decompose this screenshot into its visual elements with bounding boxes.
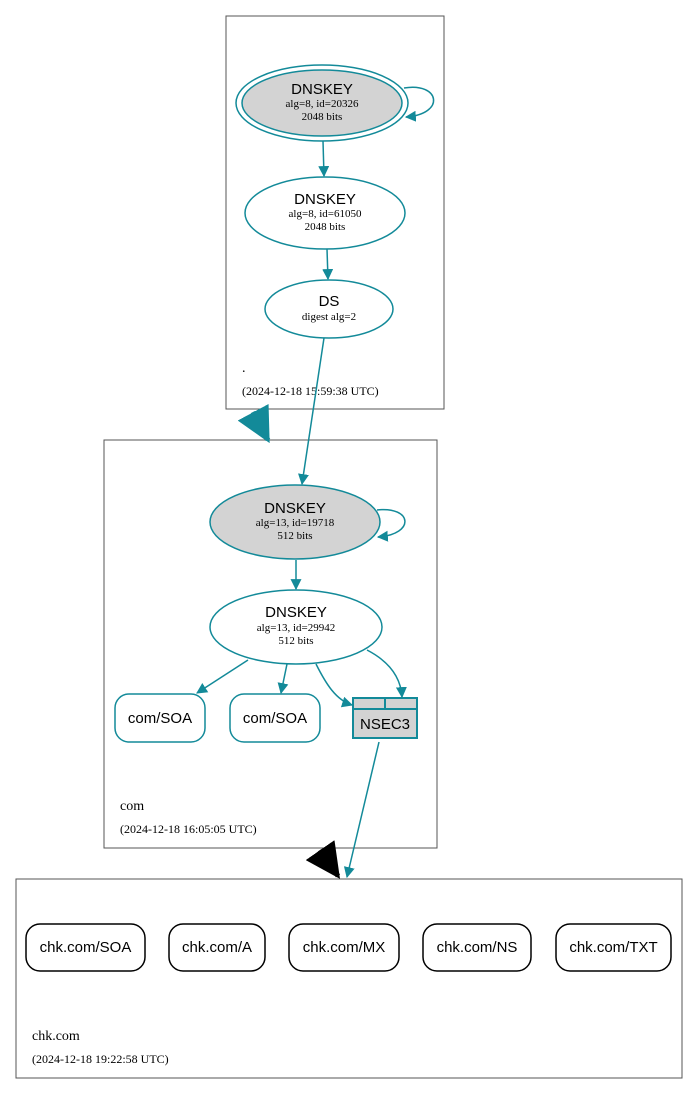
edge-nsec3-chk xyxy=(343,741,380,879)
com-zsk-type: DNSKEY xyxy=(265,604,327,621)
com-zone-timestamp: (2024-12-18 16:05:05 UTC) xyxy=(120,822,257,836)
com-ksk-line1: alg=13, id=19718 xyxy=(256,517,335,529)
chk-zone-timestamp: (2024-12-18 19:22:58 UTC) xyxy=(32,1052,169,1066)
edge-root-zsk-ds xyxy=(322,248,334,281)
chk-record-node-4: chk.com/TXT xyxy=(555,923,672,972)
com-zone-name: com xyxy=(120,799,144,814)
edge-com-zsk-soa2 xyxy=(277,663,289,695)
root-ksk-line1: alg=8, id=20326 xyxy=(286,98,359,110)
edge-root-ksk-self xyxy=(403,86,435,122)
com-soa-node-2: com/SOA xyxy=(229,693,321,743)
root-ksk-type: DNSKEY xyxy=(291,81,353,98)
edge-com-zsk-nsec3-b xyxy=(366,649,407,699)
com-zsk-node: DNSKEY alg=13, id=29942 512 bits xyxy=(209,589,383,665)
chk-record-label-0: chk.com/SOA xyxy=(40,939,132,956)
root-ds-line1: digest alg=2 xyxy=(302,311,356,323)
edge-ds-com-ksk xyxy=(298,337,325,486)
root-zsk-line1: alg=8, id=61050 xyxy=(289,208,362,220)
edge-delegation-root-com xyxy=(237,403,271,444)
edge-com-zsk-soa1 xyxy=(196,659,249,694)
chk-record-label-1: chk.com/A xyxy=(182,939,252,956)
chk-record-node-2: chk.com/MX xyxy=(288,923,400,972)
com-soa-label-1: com/SOA xyxy=(128,710,192,727)
zone-chk-cluster xyxy=(15,878,683,1079)
edge-root-ksk-zsk xyxy=(318,140,330,178)
com-nsec3-label: NSEC3 xyxy=(360,716,410,733)
chk-record-node-0: chk.com/SOA xyxy=(25,923,146,972)
root-ksk-line2: 2048 bits xyxy=(302,111,343,123)
edge-com-zsk-nsec3-a xyxy=(315,663,354,708)
chk-zone-name: chk.com xyxy=(32,1029,80,1044)
edge-com-ksk-self xyxy=(376,508,406,542)
root-zsk-line2: 2048 bits xyxy=(305,221,346,233)
com-soa-node-1: com/SOA xyxy=(114,693,206,743)
chk-record-label-4: chk.com/TXT xyxy=(569,939,657,956)
com-zsk-line2: 512 bits xyxy=(278,635,313,647)
zone-com-cluster xyxy=(103,439,438,849)
edge-delegation-com-chk xyxy=(305,840,341,879)
com-ksk-node: DNSKEY alg=13, id=19718 512 bits xyxy=(209,484,381,560)
root-ds-node: DS digest alg=2 xyxy=(264,279,394,339)
com-nsec3-node: NSEC3 xyxy=(352,697,418,739)
root-zone-timestamp: (2024-12-18 15:59:38 UTC) xyxy=(242,384,379,398)
com-ksk-type: DNSKEY xyxy=(264,500,326,517)
chk-record-node-3: chk.com/NS xyxy=(422,923,532,972)
root-zsk-type: DNSKEY xyxy=(294,191,356,208)
chk-record-label-3: chk.com/NS xyxy=(437,939,518,956)
zone-root-cluster xyxy=(225,15,445,410)
root-zsk-node: DNSKEY alg=8, id=61050 2048 bits xyxy=(244,176,406,250)
chk-record-node-1: chk.com/A xyxy=(168,923,266,972)
com-ksk-line2: 512 bits xyxy=(277,530,312,542)
com-zsk-line1: alg=13, id=29942 xyxy=(257,622,335,634)
root-ds-type: DS xyxy=(319,293,340,310)
com-soa-label-2: com/SOA xyxy=(243,710,307,727)
chk-record-label-2: chk.com/MX xyxy=(303,939,386,956)
root-zone-name: . xyxy=(242,361,246,376)
root-ksk-node: DNSKEY alg=8, id=20326 2048 bits xyxy=(235,64,409,142)
